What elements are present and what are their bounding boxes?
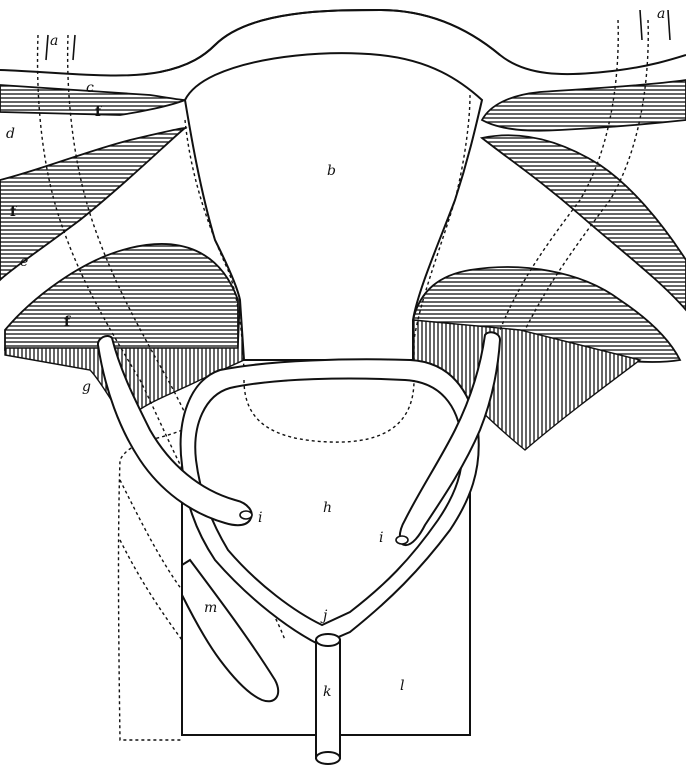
label-h: h (323, 500, 332, 516)
label-f-lower: f (64, 314, 71, 330)
label-a-right: a (657, 6, 665, 22)
left-solid-line-a (46, 35, 48, 60)
urethra-top-opening (316, 634, 340, 646)
lower-left-dotted-diag2 (120, 540, 182, 640)
label-i-right: i (379, 530, 383, 546)
right-upper-hatched-band (482, 80, 686, 131)
urethra-bottom-opening (316, 752, 340, 764)
left-lower-hatched-lobe (5, 244, 238, 350)
label-m: m (204, 600, 217, 616)
label-l: l (400, 678, 404, 694)
label-d: d (6, 126, 15, 142)
label-a-left: a (50, 33, 58, 49)
label-i-left: i (258, 510, 262, 526)
label-k: k (323, 684, 331, 700)
right-solid-line-a (640, 10, 642, 40)
label-f-middle: f (10, 204, 17, 220)
label-g: g (82, 379, 91, 395)
left-ureter-orifice (240, 511, 252, 519)
label-e: e (20, 254, 28, 270)
right-solid-line-a2 (668, 10, 670, 40)
label-b: b (327, 163, 336, 179)
label-c: c (86, 80, 94, 96)
right-ureter-orifice (396, 536, 408, 544)
left-solid-line-a2 (73, 35, 75, 60)
label-f-upper: f (95, 104, 102, 120)
